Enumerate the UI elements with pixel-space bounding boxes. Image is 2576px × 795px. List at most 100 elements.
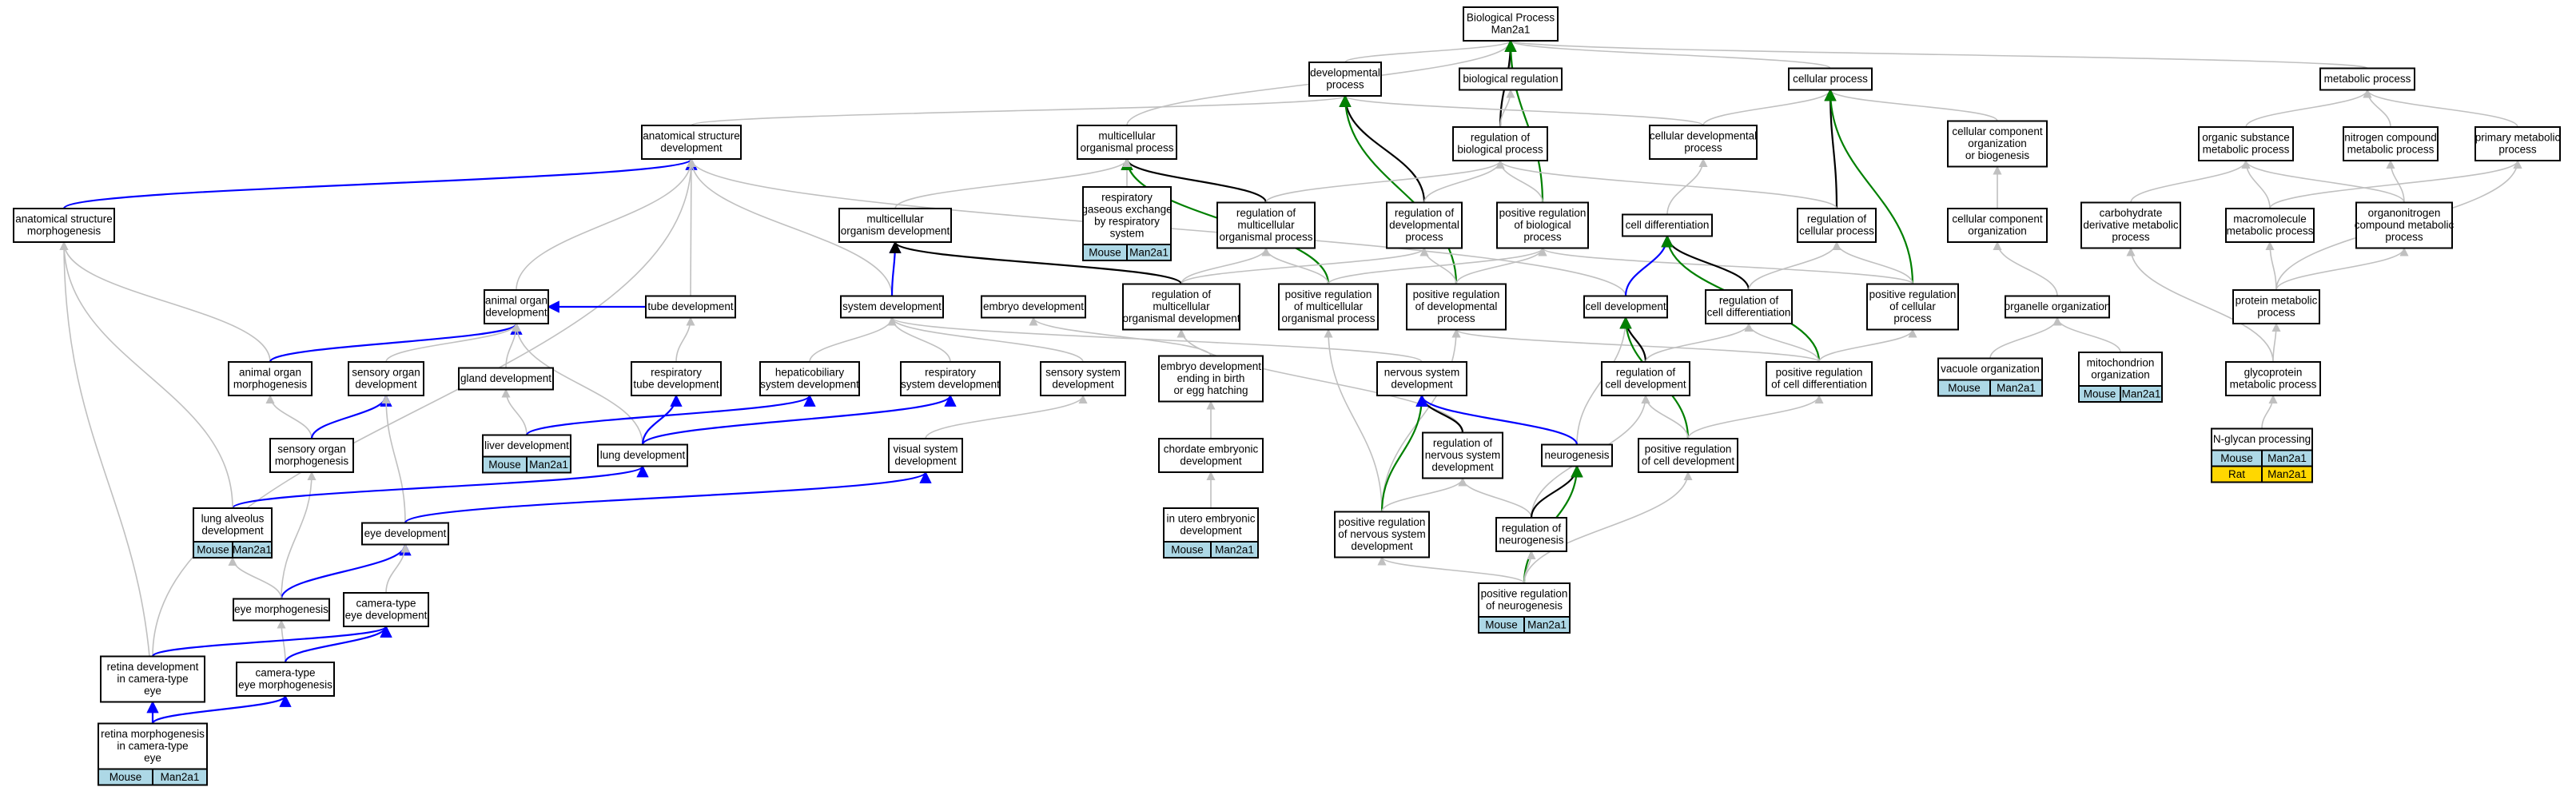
term-label-line: positive regulation (1481, 588, 1568, 600)
term-box (458, 367, 554, 391)
go-term-sys_dev[interactable]: system development (840, 295, 944, 319)
gene-cell (2261, 465, 2313, 483)
term-box (1496, 201, 1589, 249)
go-term-met_proc[interactable]: metabolic process (2319, 67, 2415, 91)
term-label-line: eye (144, 752, 161, 764)
term-label-line: development (1180, 525, 1242, 537)
go-term-eye_dev[interactable]: eye development (361, 522, 449, 546)
term-box (228, 361, 313, 396)
edge-is_a-reg_mc_org_dev-to-reg_mc_org (1181, 247, 1271, 284)
term-label-line: ending in birth (1177, 372, 1245, 384)
term-label-line: cellular developmental (1650, 130, 1757, 142)
go-term-eye_morph[interactable]: eye morphogenesis (233, 598, 330, 622)
species-name: Mouse (197, 544, 229, 556)
go-term-cell_diff[interactable]: cell differentiation (1622, 213, 1713, 237)
term-label-line: eye morphogenesis (234, 603, 328, 615)
term-label-line: camera-type (356, 598, 416, 610)
go-term-cell_proc[interactable]: cellular process (1788, 67, 1873, 91)
go-term-tube_dev[interactable]: tube development (645, 295, 736, 319)
term-label-line: organismal process (1219, 231, 1312, 243)
edge-is_a-vacuole-to-organelle (1989, 316, 2062, 359)
term-label-line: development (1391, 379, 1453, 391)
go-term-neurogenesis[interactable]: neurogenesis (1541, 443, 1613, 467)
term-label-line: animal organ (485, 295, 547, 307)
go-term-bio_reg[interactable]: biological regulation (1459, 67, 1563, 91)
term-label-line: carbohydrate (2100, 207, 2163, 219)
go-term-lung_dev[interactable]: lung development (597, 443, 688, 467)
term-box (233, 598, 330, 622)
go-term-organelle[interactable]: organelle organization (2005, 295, 2111, 319)
edge-part_of-lung_dev-to-resp_tube_dev (641, 394, 683, 445)
term-label-line: nitrogen compound (2344, 132, 2437, 144)
term-box (1601, 361, 1690, 396)
term-label-line: vacuole organization (1941, 363, 2040, 375)
edge-is_a-animal_organ_dev-to-anat_dev (516, 157, 696, 291)
go-term-gland_dev[interactable]: gland development (458, 367, 554, 391)
term-label-line: macromolecule (2233, 213, 2307, 225)
go-term-cell_devt[interactable]: cell development (1583, 295, 1668, 319)
term-box (838, 208, 952, 243)
term-label-line: Man2a1 (1491, 24, 1531, 36)
gene-name: Man2a1 (2267, 452, 2307, 464)
go-term-embryo_dev[interactable]: embryo development (981, 295, 1086, 319)
term-box (98, 722, 208, 770)
